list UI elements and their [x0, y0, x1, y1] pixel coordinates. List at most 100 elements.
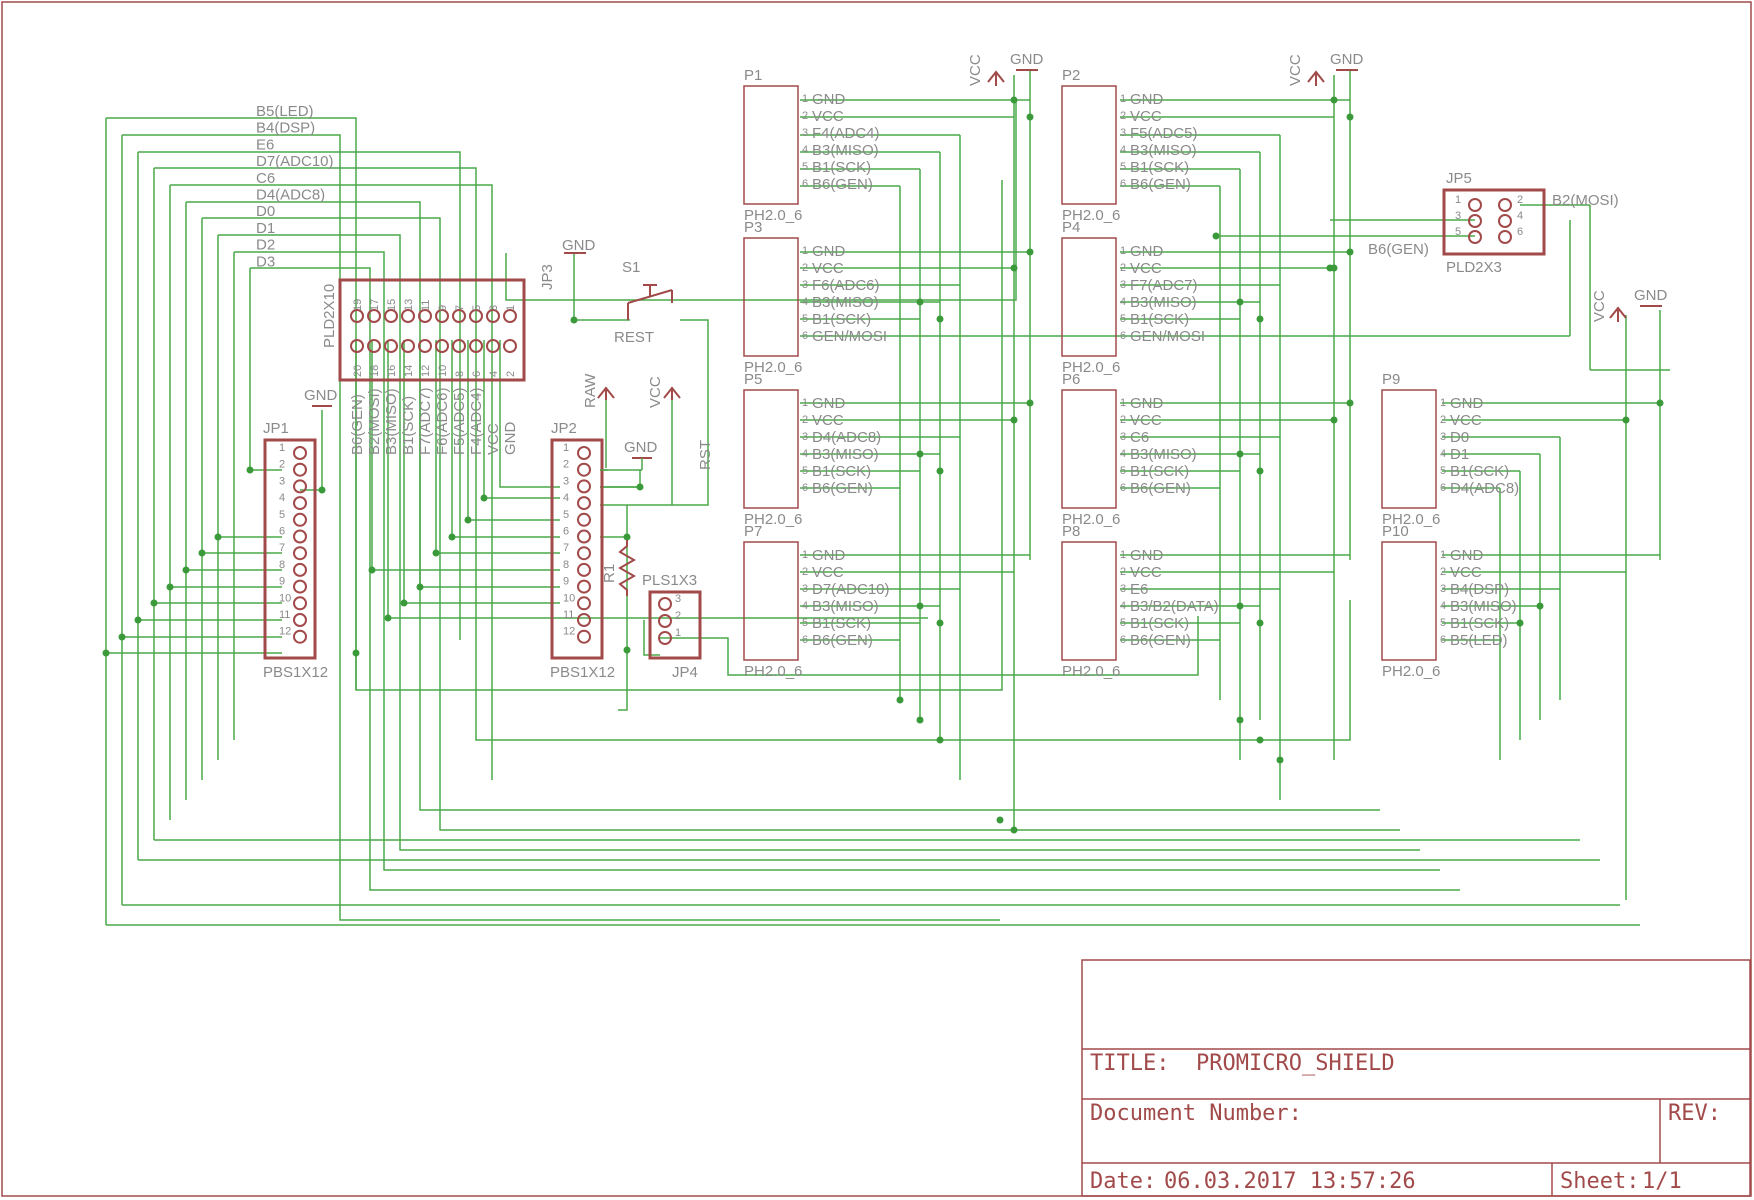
jp4-pin-number: 2: [675, 610, 681, 622]
header-pin-number: 3: [1440, 431, 1446, 443]
header-pin-number: 2: [1440, 414, 1446, 426]
jp4-pin: [658, 614, 672, 628]
s1-switch: S1 REST GND: [562, 237, 673, 346]
header-pin-label: GND: [812, 395, 846, 412]
header-pin-number: 1: [1120, 93, 1126, 105]
jp3-pin-number: 1: [505, 305, 517, 311]
header-type: PH2.0_6: [744, 663, 802, 680]
pin-circle: [577, 562, 591, 577]
header-ref: P2: [1062, 67, 1080, 84]
header-pin-number: 6: [1440, 634, 1446, 646]
pin-number: 3: [563, 475, 569, 487]
header-type: PH2.0_6: [744, 359, 802, 376]
pin-circle: [577, 529, 591, 544]
header-pin-number: 1: [802, 245, 808, 257]
jp5-pin-number: 5: [1455, 226, 1461, 238]
jp3-pin: [435, 339, 449, 353]
gnd-label-jp2: GND: [624, 439, 658, 456]
r1-resistor: R1: [601, 540, 637, 596]
pin-number: 2: [563, 459, 569, 471]
header-pin-number: 3: [1120, 583, 1126, 595]
header-ref: P6: [1062, 371, 1080, 388]
header-pin-label: B3(MISO): [1450, 598, 1517, 615]
jp3-pin-number: 19: [352, 299, 364, 311]
pin-number: 7: [279, 542, 285, 554]
header-type: PH2.0_6: [744, 207, 802, 224]
jp5-pin-number: 2: [1517, 194, 1523, 206]
jp3-pin-number: 4: [488, 371, 500, 377]
header-pin-label: VCC: [1130, 412, 1162, 429]
jp3-net-label: B3(MISO): [383, 388, 400, 455]
jp4-pin: [658, 631, 672, 645]
jp5-pin: [1468, 198, 1482, 212]
jp3-pin-number: 9: [437, 305, 449, 311]
jp3-net-label: GND: [502, 422, 519, 456]
jp5-pin: [1468, 214, 1482, 228]
header-pin-label: GND: [1130, 547, 1164, 564]
jp3-pin: [367, 339, 381, 353]
gnd-label-p1: GND: [1010, 51, 1044, 68]
header-ref: P5: [744, 371, 762, 388]
header-pin-label: VCC: [1450, 412, 1482, 429]
jp3-pin-number: 11: [420, 300, 432, 311]
jp3-pin-number: 14: [403, 365, 415, 377]
pin-number: 7: [563, 542, 569, 554]
header-pin-number: 4: [802, 600, 808, 612]
header-ref: P4: [1062, 219, 1080, 236]
title-label: TITLE:: [1090, 1051, 1169, 1076]
header-pin-label: GEN/MOSI: [812, 328, 887, 345]
pin-circle: [577, 546, 591, 561]
header-pin-number: 4: [1120, 144, 1126, 156]
pin-number: 5: [279, 509, 285, 521]
jp5-type: PLD2X3: [1446, 259, 1502, 276]
jp3-pin: [418, 309, 432, 323]
header-pin-label: F7(ADC7): [1130, 277, 1198, 294]
jp3-pin: [452, 309, 466, 323]
header-pin-number: 4: [802, 448, 808, 460]
header-pin-label: B1(SCK): [812, 463, 871, 480]
header-pin-label: B5(LED): [1450, 632, 1508, 649]
pin-number: 10: [563, 592, 575, 604]
header-pin-label: B6(GEN): [1130, 632, 1191, 649]
pin-circle: [293, 529, 307, 544]
pin-number: 3: [279, 475, 285, 487]
header-ref: P9: [1382, 371, 1400, 388]
header-pin-number: 5: [1120, 161, 1126, 173]
header-pin-label: GND: [1130, 395, 1164, 412]
jp1-ref: JP1: [263, 420, 289, 437]
jp3-pin: [486, 309, 500, 323]
header-type: PH2.0_6: [1062, 207, 1120, 224]
jp3-type: PLD2X10: [321, 284, 338, 348]
r1-ref: R1: [601, 564, 618, 583]
pin-circle: [577, 613, 591, 627]
jp5-pin-number: 6: [1517, 226, 1523, 238]
header-ref: P1: [744, 67, 762, 84]
header-pin-label: B1(SCK): [812, 159, 871, 176]
header-type: PH2.0_6: [1062, 663, 1120, 680]
jp3-pin: [435, 309, 449, 323]
header-pin-label: D1: [1450, 446, 1469, 463]
pin-number: 4: [563, 492, 569, 504]
pin-number: 6: [279, 526, 285, 538]
header-type: PH2.0_6: [744, 511, 802, 528]
header-pin-number: 6: [802, 634, 808, 646]
header-pin-label: D0: [1450, 429, 1469, 446]
jp3-pin: [503, 339, 517, 353]
jp3-net-label: F6(ADC6): [434, 387, 451, 455]
document-number-label: Document Number:: [1090, 1101, 1302, 1126]
header-type: PH2.0_6: [1062, 359, 1120, 376]
jp2-type: PBS1X12: [550, 664, 615, 681]
header-pin-number: 2: [802, 414, 808, 426]
vcc-label-p1: VCC: [967, 54, 984, 86]
header-pin-number: 3: [1120, 279, 1126, 291]
net-label: D0: [256, 203, 275, 220]
header-pin-number: 6: [802, 178, 808, 190]
jp5-pin: [1498, 230, 1512, 244]
header-pin-label: B6(GEN): [1130, 176, 1191, 193]
header-pin-number: 1: [1120, 549, 1126, 561]
header-pin-number: 6: [1120, 634, 1126, 646]
